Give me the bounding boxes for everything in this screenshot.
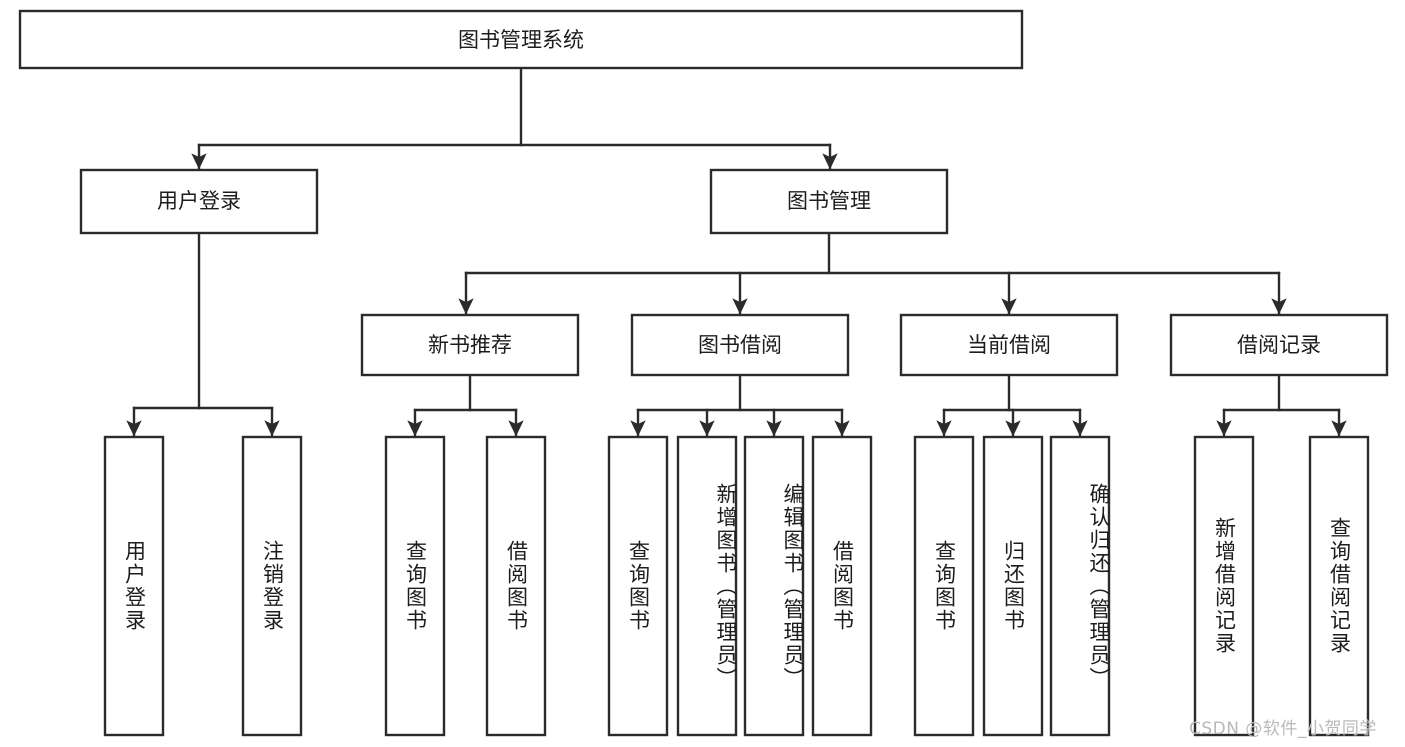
csdn-watermark: CSDN @软件_小贺同学 (1189, 719, 1377, 739)
leaf-box-rec-query[interactable] (384, 435, 446, 737)
node-book-manage-label: 图书管理 (787, 189, 871, 213)
node-book-borrow-label: 图书借阅 (698, 333, 782, 357)
leaf-box-cur-query[interactable] (913, 435, 975, 737)
leaf-box-rec-query2[interactable] (1308, 435, 1370, 737)
connector-borrow-record-bus (1216, 373, 1347, 437)
connector-book-manage-bus (458, 231, 1287, 315)
connector-user-login-bus (126, 231, 280, 437)
node-borrow-record[interactable]: 借阅记录 (1169, 313, 1389, 377)
connector-book-borrow-bus (630, 373, 850, 437)
node-book-manage[interactable]: 图书管理 (709, 168, 949, 235)
leaf-box-rec-add[interactable] (1193, 435, 1255, 737)
leaf-box-rec-borrow[interactable] (485, 435, 547, 737)
node-new-book-rec[interactable]: 新书推荐 (360, 313, 580, 377)
node-user-login[interactable]: 用户登录 (79, 168, 319, 235)
node-book-borrow[interactable]: 图书借阅 (630, 313, 850, 377)
node-new-book-rec-label: 新书推荐 (428, 333, 512, 357)
leaf-box-borrow-query[interactable] (607, 435, 669, 737)
node-current-borrow[interactable]: 当前借阅 (899, 313, 1119, 377)
leaf-box-user-login[interactable] (103, 435, 165, 737)
connector-root-bus (191, 66, 838, 170)
node-root-label: 图书管理系统 (458, 28, 584, 52)
node-user-login-label: 用户登录 (157, 189, 241, 213)
node-current-borrow-label: 当前借阅 (967, 333, 1051, 357)
connector-new-book-rec-bus (407, 373, 524, 437)
leaf-box-cur-confirm[interactable] (1049, 435, 1111, 737)
connector-current-borrow-bus (936, 373, 1088, 437)
node-borrow-record-label: 借阅记录 (1237, 333, 1321, 357)
leaf-box-borrow-add[interactable] (676, 435, 738, 737)
leaf-rects (103, 435, 1370, 737)
node-root[interactable]: 图书管理系统 (18, 9, 1024, 70)
leaf-box-user-logout[interactable] (241, 435, 303, 737)
leaf-box-cur-return[interactable] (982, 435, 1044, 737)
leaf-box-borrow-do[interactable] (811, 435, 873, 737)
leaf-box-borrow-edit[interactable] (743, 435, 805, 737)
